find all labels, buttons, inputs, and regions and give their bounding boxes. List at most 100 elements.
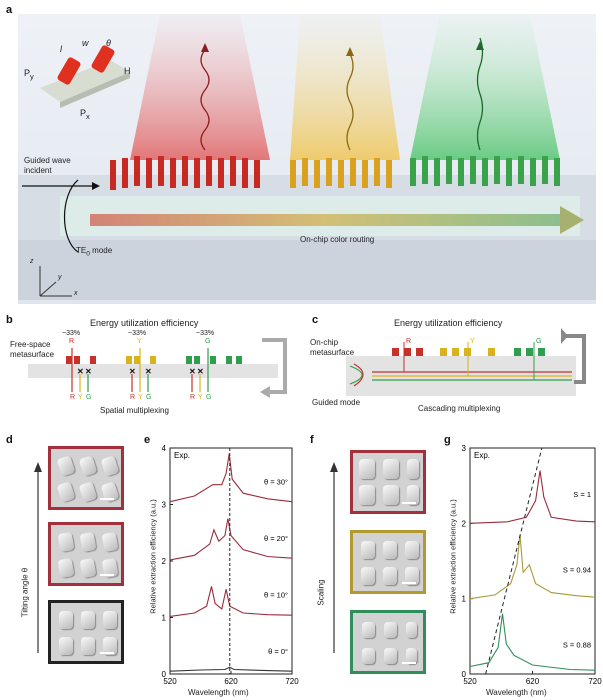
free-space-label: Free-space metasurface [10, 340, 55, 359]
inset-h: H [124, 66, 131, 76]
chart-e-ytick-label-3: 3 [162, 501, 167, 510]
chart-e-ytick-label-4: 4 [162, 444, 167, 453]
chart-g-corner-label: Exp. [474, 451, 490, 460]
chart-e-series-label-3: θ = 0° [268, 647, 288, 656]
routing-arrow-shaft [90, 214, 560, 226]
panel-b-diagram: ✕✕ ✕✕ ✕✕ [28, 338, 287, 398]
b-percent-3: ~33% [196, 330, 215, 337]
chart-g-xtick-label-1: 620 [526, 677, 540, 686]
chart-g-ytick-label-1: 1 [462, 595, 467, 604]
axis-y-label: y [58, 274, 62, 281]
chart-e-corner-label: Exp. [174, 451, 190, 460]
sem-f-094 [350, 530, 426, 594]
chart-g-series-2 [469, 613, 596, 671]
chart-e-series-label-1: θ = 20° [264, 534, 288, 543]
chart-g-ytick-label-2: 2 [462, 519, 467, 528]
on-chip-label: On-chip metasurface [310, 338, 355, 357]
panel-c: c Energy utilization efficiency On-chip … [302, 312, 602, 422]
chart-e-series-label-0: θ = 30° [264, 478, 288, 487]
c-top-g: G [536, 338, 542, 345]
svg-text:✕: ✕ [197, 367, 204, 376]
chart-e-series-3 [169, 666, 293, 672]
guided-mode-label: Guided mode [312, 398, 361, 407]
svg-text:✕: ✕ [129, 367, 136, 376]
panel-g: g Relative extraction efficiency (a.u.) … [440, 428, 603, 700]
panel-c-diagram [346, 328, 586, 396]
b-meta-cells [66, 356, 242, 364]
b-top-g: G [205, 338, 211, 345]
b-percent-2: ~33% [128, 330, 147, 337]
c-top-y: Y [470, 338, 475, 345]
guided-wave-label: Guided wave incident [24, 156, 71, 175]
yellow-wave-arrow [346, 53, 354, 151]
b-caption: Spatial multiplexing [100, 406, 169, 415]
panel-a-illustration [18, 14, 596, 304]
chart-g-series-0 [469, 470, 596, 524]
incident-arrowhead [92, 182, 100, 190]
inset-py: Py [24, 68, 34, 81]
routing-label: On-chip color routing [300, 235, 375, 244]
unit-cell-inset [40, 45, 130, 108]
red-wave-arrow [200, 49, 210, 151]
e-xlabel: Wavelength (nm) [188, 688, 249, 697]
b-percent-1: ~33% [62, 330, 81, 337]
panel-a-label: a [6, 4, 13, 16]
chart-g-series-label-2: S = 0.88 [563, 641, 591, 650]
f-axis-arrow [330, 462, 338, 653]
green-beam [410, 14, 560, 160]
panel-c-label: c [312, 314, 319, 326]
axis-z-label: z [30, 258, 34, 265]
sem-f-1 [350, 450, 426, 514]
chart-e-xtick-label-0: 520 [163, 677, 177, 686]
routing-arrowhead [560, 206, 584, 234]
chart-e-xtick-label-2: 720 [285, 677, 299, 686]
chart-g-series-label-1: S = 0.94 [563, 565, 591, 574]
chart-e-series-0 [169, 453, 293, 503]
chart-g-ytick-label-3: 3 [462, 444, 467, 453]
inset-w: w [82, 38, 89, 48]
svg-text:✕: ✕ [189, 367, 196, 376]
c-top-r: R [406, 338, 412, 345]
panel-d: d Tilting angle θ [0, 428, 140, 700]
sem-d-30 [48, 446, 124, 510]
d-axis-arrow [34, 462, 42, 653]
sem-f-088 [350, 610, 426, 674]
chart-e-series-label-2: θ = 10° [264, 591, 288, 600]
yellow-pillar-array [290, 158, 392, 188]
axis-x-label: x [74, 290, 78, 297]
te-mode-profile [63, 179, 79, 253]
chart-e-series-2 [169, 586, 293, 617]
te-mode-label: TE0 mode [76, 246, 113, 258]
c-caption: Cascading multiplexing [418, 404, 501, 413]
b-blocked-marks: ✕✕ ✕✕ ✕✕ [77, 367, 204, 376]
sem-d-20 [48, 522, 124, 586]
panel-b-label: b [6, 314, 13, 326]
panel-c-title: Energy utilization efficiency [394, 318, 503, 328]
chart-g-trend-line [485, 447, 543, 675]
c-mode-profile [353, 363, 364, 387]
green-wave-arrow [476, 37, 484, 151]
chart-g-series-1 [469, 534, 596, 600]
panel-a: a [0, 0, 603, 305]
green-pillar-array [410, 156, 560, 186]
coordinate-axes [39, 266, 72, 297]
panel-f: f Scaling [300, 428, 440, 700]
panel-e-label: e [144, 434, 151, 446]
b-top-y: Y [137, 338, 142, 345]
green-arrowhead [476, 41, 484, 50]
b-top-r: R [69, 338, 75, 345]
panel-e: e Relative extraction efficiency (a.u.) … [140, 428, 300, 700]
panel-d-label: d [6, 434, 13, 446]
chart-e-series-1 [169, 518, 293, 561]
panel-f-label: f [310, 434, 314, 446]
svg-text:✕: ✕ [145, 367, 152, 376]
svg-text:✕: ✕ [85, 367, 92, 376]
b-arrows [71, 348, 209, 392]
panel-b: b Energy utilization efficiency Free-spa… [0, 312, 300, 422]
sem-d-0 [48, 600, 124, 664]
chart-e-xtick-label-1: 620 [224, 677, 238, 686]
panel-g-label: g [444, 434, 451, 446]
red-pillar-array [110, 156, 260, 190]
